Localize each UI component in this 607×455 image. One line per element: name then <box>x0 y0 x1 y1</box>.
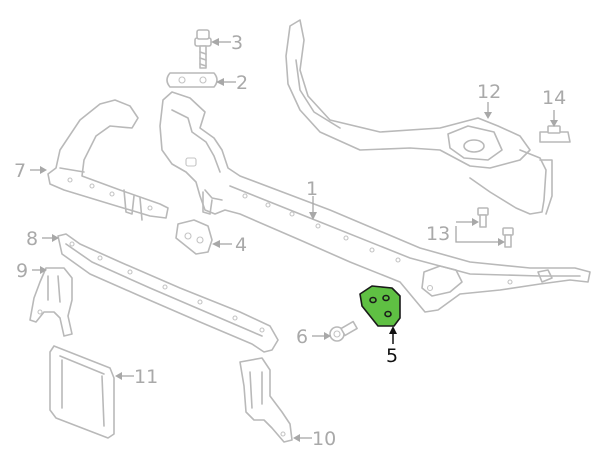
callout-11: 11 <box>115 366 158 388</box>
callout-2-label: 2 <box>236 72 248 94</box>
callout-9: 9 <box>16 260 47 282</box>
part-3-bolt[interactable] <box>194 29 212 69</box>
callout-4-label: 4 <box>235 234 247 256</box>
callout-12-label: 12 <box>477 81 501 103</box>
callout-11-label: 11 <box>134 366 158 388</box>
callout-8-label: 8 <box>26 228 38 250</box>
callout-5-label: 5 <box>386 345 398 367</box>
part-10-lower-bracket[interactable] <box>239 357 293 443</box>
callout-2: 2 <box>216 72 248 94</box>
part-14-clip[interactable] <box>539 125 571 143</box>
callout-3-label: 3 <box>231 32 243 54</box>
callout-10-label: 10 <box>312 428 336 450</box>
part-12-upper-frame[interactable] <box>285 19 553 215</box>
part-1-support-beam[interactable] <box>159 91 591 313</box>
callout-14: 14 <box>542 87 566 127</box>
part-2-plate[interactable] <box>166 72 218 88</box>
callout-6-label: 6 <box>296 326 308 348</box>
part-6-bolt[interactable] <box>329 320 358 342</box>
callout-13-label: 13 <box>426 223 450 245</box>
part-5-shape <box>359 285 401 327</box>
callout-4: 4 <box>212 234 247 256</box>
callout-3: 3 <box>211 32 243 54</box>
part-13-bolts[interactable] <box>477 207 514 248</box>
callout-7: 7 <box>14 160 47 182</box>
callout-6: 6 <box>296 326 331 348</box>
callout-14-label: 14 <box>542 87 566 109</box>
part-9-side-bracket[interactable] <box>29 267 73 337</box>
part-7-tie-bar[interactable] <box>47 99 169 221</box>
callout-1-label: 1 <box>306 178 318 200</box>
callout-5: 5 <box>386 326 398 367</box>
callout-12: 12 <box>477 81 501 119</box>
callout-9-label: 9 <box>16 260 28 282</box>
callout-8: 8 <box>26 228 59 250</box>
callout-7-label: 7 <box>14 160 26 182</box>
callout-13: 13 <box>426 218 505 246</box>
part-8-lower-bar[interactable] <box>57 233 279 353</box>
callout-1: 1 <box>306 178 318 220</box>
part-4-bracket[interactable] <box>175 219 213 255</box>
part-11-panel[interactable] <box>49 345 115 439</box>
callout-10: 10 <box>293 428 336 450</box>
part-5-bracket-highlighted[interactable] <box>359 285 401 327</box>
